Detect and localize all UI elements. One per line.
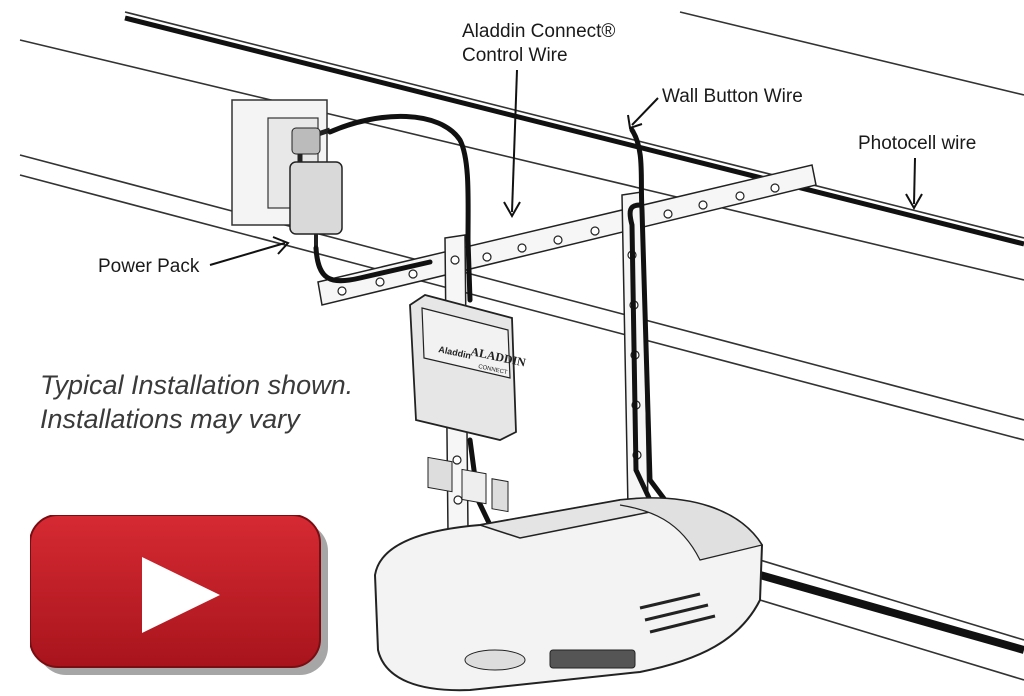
ceiling-beams [19, 11, 1024, 681]
control-wire-label-line2: Control Wire [462, 45, 568, 66]
power-pack-label: Power Pack [98, 256, 200, 277]
aladdin-connect-device: Aladdin ALADDIN CONNECT [409, 294, 527, 513]
video-play-button[interactable] [29, 514, 330, 677]
photocell-wire-label: Photocell wire [858, 133, 977, 154]
power-pack [289, 127, 343, 248]
wall-button-wire-label: Wall Button Wire [662, 86, 803, 107]
play-icon [142, 557, 220, 633]
callout-arrows [209, 69, 923, 266]
control-wire-label-line1: Aladdin Connect® [462, 21, 616, 42]
wires [313, 113, 668, 528]
play-button-graphic [29, 514, 328, 675]
installation-note: Typical Installation shown. Installation… [40, 368, 353, 436]
garage-door-opener [373, 497, 764, 692]
installation-note-line1: Typical Installation shown. [40, 370, 354, 400]
installation-note-line2: Installations may vary [40, 404, 300, 434]
control-wire-label: Aladdin Connect® Control Wire [462, 20, 615, 68]
horizontal-bracket [317, 164, 817, 306]
